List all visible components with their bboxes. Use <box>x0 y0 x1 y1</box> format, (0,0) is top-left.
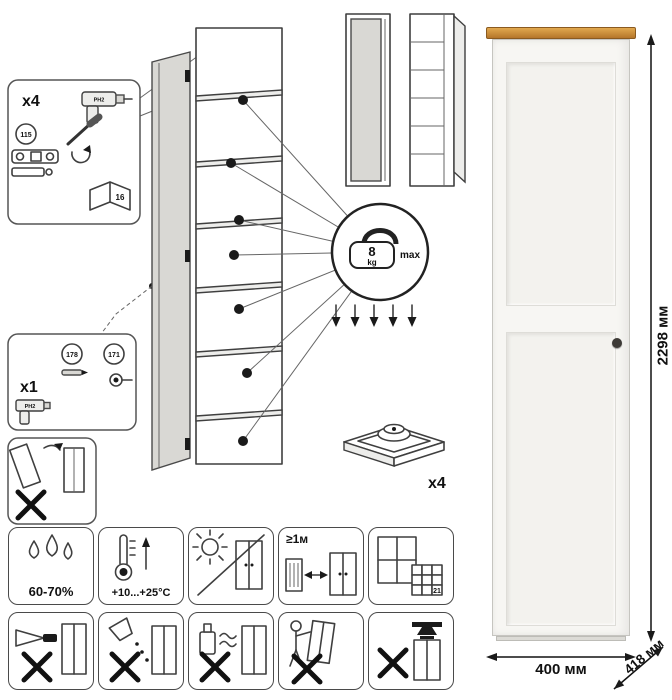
mini-cabinet-right <box>409 13 466 187</box>
window-tiles-icon: 21 <box>377 536 443 596</box>
svg-text:115: 115 <box>20 132 31 139</box>
door-lower-panel <box>506 332 616 626</box>
cleaner-bottle-icon <box>199 623 267 683</box>
height-dimension-label: 2298 мм <box>654 305 672 366</box>
manual-book-icon: 16 <box>89 181 131 211</box>
mini-cabinet-left <box>345 13 391 187</box>
orientation-variants <box>345 13 466 187</box>
load-unit: kg <box>367 258 376 267</box>
heater-distance-icon <box>285 552 357 596</box>
knob-icon <box>109 373 133 387</box>
humidity-range-label: 60-70% <box>28 584 74 599</box>
no-tilt-icon <box>7 437 97 525</box>
cabinet-top-wood-panel <box>486 27 636 39</box>
warning-icon-no-liquids <box>98 612 184 690</box>
door-panel <box>151 51 191 471</box>
cabinet-base <box>496 636 626 641</box>
dowel-icon <box>61 369 88 376</box>
dowel-part-badge: 178 <box>61 343 83 365</box>
hinge-callout: x4 PH2 115 <box>7 79 141 225</box>
handle-leader-line <box>97 283 155 339</box>
warning-icon-no-aggressive-cleaners <box>188 612 274 690</box>
hinge-part-badge: 115 <box>15 123 37 145</box>
pouring-liquid-icon <box>108 617 177 683</box>
warning-icon-no-sharp-tools <box>8 612 94 690</box>
drill-bit-label: PH2 <box>94 98 105 104</box>
handle-count-label: x1 <box>20 379 38 396</box>
adjustable-foot-diagram: x4 <box>343 423 446 492</box>
load-arrows <box>331 304 417 327</box>
assembly-diagram: 8 kg max x4 PH2 115 <box>7 13 466 525</box>
handle-callout: x1 178 171 PH2 <box>7 333 137 431</box>
svg-text:178: 178 <box>66 352 78 359</box>
hinge-icon <box>11 149 59 177</box>
window-badge-number: 21 <box>433 588 441 595</box>
care-icon-distance: ≥1м <box>278 527 364 605</box>
thermometer-icon <box>114 534 150 581</box>
water-drops-icon <box>28 534 73 560</box>
care-icon-humidity: 60-70% <box>8 527 94 605</box>
knife-cabinet-icon <box>15 623 87 683</box>
screwdriver-icon <box>66 113 103 164</box>
manual-page-number: 16 <box>116 193 125 202</box>
warning-icon-no-heavy-load <box>368 612 454 690</box>
sun-cabinet-icon <box>192 529 265 596</box>
width-dimension-label: 400 мм <box>535 661 587 678</box>
cabinet-carcass <box>195 27 283 465</box>
care-icon-sunlight <box>188 527 274 605</box>
door-knob <box>612 338 622 348</box>
door-upper-panel <box>506 62 616 306</box>
drill-icon-small: PH2 <box>15 399 51 425</box>
load-qualifier: max <box>400 250 420 261</box>
warning-icon-no-carrying-alone <box>278 612 364 690</box>
feet-count-label: x4 <box>428 475 446 492</box>
kettlebell-icon <box>349 228 399 269</box>
temperature-range-label: +10...+25°C <box>111 587 171 599</box>
care-icon-window: 21 <box>368 527 454 605</box>
min-distance-label: ≥1м <box>286 532 309 546</box>
load-value: 8 <box>368 244 375 259</box>
svg-text:171: 171 <box>108 352 120 359</box>
person-carrying-icon <box>289 619 336 685</box>
care-icon-temperature: +10...+25°C <box>98 527 184 605</box>
cabinet-body <box>492 39 630 636</box>
drill-bit-label: PH2 <box>25 404 36 410</box>
anvil-cabinet-icon <box>377 622 442 681</box>
shelf-load-points <box>226 95 252 446</box>
hinge-count-label: x4 <box>22 93 40 110</box>
knob-part-badge: 171 <box>103 343 125 365</box>
max-load-badge: 8 kg max <box>330 202 430 302</box>
